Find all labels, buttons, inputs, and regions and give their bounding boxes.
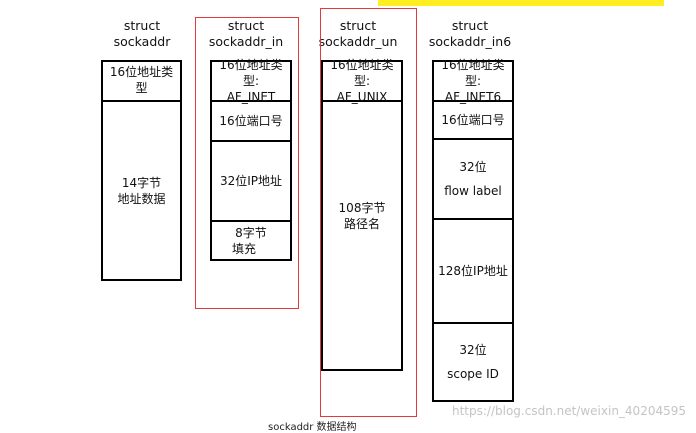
sockaddr-un-path-cell: 108字节 路径名: [323, 102, 401, 369]
sockaddr-in-pad-cell: 8字节 填充: [212, 222, 290, 259]
sockaddr-family-cell: 16位地址类型: [103, 62, 180, 102]
sockaddr-data-line1: 14字节: [121, 175, 162, 190]
title-sockaddr-in6: struct sockaddr_in6: [424, 18, 516, 50]
sockaddr-un-path-line1: 108字节: [338, 201, 386, 215]
sockaddr-family-label: 16位地址类型: [109, 65, 174, 95]
title-sockaddr-in6-line1: struct: [451, 18, 489, 33]
sockaddr-in-port-label: 16位端口号: [219, 114, 283, 128]
sockaddr-un-family-line2: AF_UNIX: [336, 90, 388, 104]
sockaddr-data-line2: 地址数据: [117, 191, 166, 206]
sockaddr-in-addr-cell: 32位IP地址: [212, 142, 290, 222]
sockaddr-in-pad-line1: 8字节: [235, 225, 267, 240]
sockaddr-in6-scope-line1: 32位: [459, 343, 487, 357]
title-sockaddr-in-line2: sockaddr_in: [208, 34, 284, 49]
sockaddr-data-cell: 14字节 地址数据: [103, 102, 180, 279]
sockaddr-in6-scope-line2: scope ID: [447, 367, 499, 381]
sockaddr-in6-addr-cell: 128位IP地址: [434, 220, 512, 324]
sockaddr-in6-struct: 16位地址类型: AF_INET6 16位端口号 32位 flow label …: [432, 58, 514, 402]
title-sockaddr-line1: struct: [123, 18, 161, 33]
title-sockaddr-un-line2: sockaddr_un: [318, 34, 398, 49]
title-sockaddr-line2: sockaddr: [113, 34, 171, 49]
title-sockaddr-in: struct sockaddr_in: [200, 18, 292, 50]
sockaddr-in6-addr-label: 128位IP地址: [438, 264, 508, 278]
sockaddr-in-family-line1: 16位地址类型:: [219, 58, 283, 88]
sockaddr-struct: 16位地址类型 14字节 地址数据: [101, 60, 182, 281]
sockaddr-in6-flow-cell: 32位 flow label: [434, 140, 512, 220]
sockaddr-in6-port-cell: 16位端口号: [434, 102, 512, 140]
sockaddr-in-pad-line2: 填充: [231, 241, 256, 256]
sockaddr-un-struct: 16位地址类型: AF_UNIX 108字节 路径名: [321, 58, 403, 371]
title-sockaddr-in6-line2: sockaddr_in6: [428, 34, 512, 49]
sockaddr-in6-scope-cell: 32位 scope ID: [434, 324, 512, 400]
sockaddr-un-highlight: [320, 8, 417, 417]
sockaddr-un-family-cell: 16位地址类型: AF_UNIX: [323, 58, 401, 104]
sockaddr-in-highlight: [195, 17, 299, 309]
sockaddr-un-family-line1: 16位地址类型:: [330, 58, 394, 88]
top-highlight-bar: [378, 0, 664, 6]
title-sockaddr-un: struct sockaddr_un: [318, 18, 398, 50]
sockaddr-in-family-line2: AF_INET: [226, 90, 276, 104]
sockaddr-in6-port-label: 16位端口号: [441, 113, 505, 127]
sockaddr-in6-family-line1: 16位地址类型:: [441, 58, 505, 88]
sockaddr-in6-flow-line1: 32位: [459, 160, 487, 174]
sockaddr-in6-flow-line2: flow label: [444, 184, 502, 198]
sockaddr-in-struct: 16位地址类型: AF_INET 16位端口号 32位IP地址 8字节 填充: [210, 58, 292, 261]
sockaddr-in-port-cell: 16位端口号: [212, 102, 290, 142]
sockaddr-in6-family-cell: 16位地址类型: AF_INET6: [434, 58, 512, 104]
watermark-text: https://blog.csdn.net/weixin_40204595: [451, 404, 686, 418]
title-sockaddr-in-line1: struct: [227, 18, 265, 33]
sockaddr-in6-family-line2: AF_INET6: [444, 90, 502, 104]
sockaddr-in-addr-label: 32位IP地址: [219, 174, 283, 188]
sockaddr-un-path-line2: 路径名: [343, 217, 380, 231]
title-sockaddr-un-line1: struct: [339, 18, 377, 33]
sockaddr-in-family-cell: 16位地址类型: AF_INET: [212, 58, 290, 104]
title-sockaddr: struct sockaddr: [102, 18, 182, 50]
